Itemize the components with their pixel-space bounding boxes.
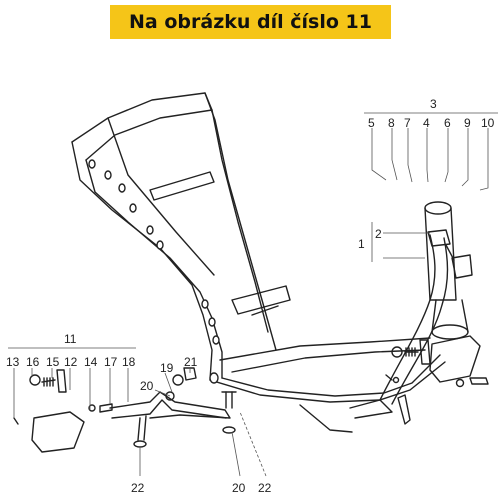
- frame-holes: [88, 159, 220, 384]
- leader-lines: [8, 112, 498, 477]
- label-4: 4: [423, 116, 430, 130]
- label-9: 9: [464, 116, 471, 130]
- label-16: 16: [26, 355, 40, 369]
- label-5: 5: [368, 116, 375, 130]
- label-21: 21: [184, 355, 198, 369]
- label-3: 3: [430, 97, 437, 111]
- label-15: 15: [46, 355, 60, 369]
- steering-head-tube: [424, 201, 473, 340]
- label-6: 6: [444, 116, 451, 130]
- label-19: 19: [160, 361, 174, 375]
- part-labels: 3 5 8 7 4 6 9 10 1 2 11 13 16 15 12 14 1…: [6, 97, 495, 495]
- label-20-left: 20: [140, 379, 154, 393]
- label-11: 11: [64, 332, 77, 346]
- foot-peg-assembly: [13, 369, 113, 453]
- label-22-left: 22: [131, 481, 145, 495]
- banner-text: Na obrázku díl číslo 11: [129, 11, 372, 33]
- label-7: 7: [404, 116, 411, 130]
- label-22-bottom: 22: [258, 481, 272, 495]
- label-12: 12: [64, 355, 78, 369]
- stand-lever: [109, 391, 231, 448]
- part-number-banner: Na obrázku díl číslo 11: [110, 5, 391, 39]
- label-8: 8: [388, 116, 395, 130]
- label-20-bottom: 20: [232, 481, 246, 495]
- label-17: 17: [104, 355, 118, 369]
- label-13: 13: [6, 355, 20, 369]
- spring-nut-set: [165, 367, 237, 434]
- label-1: 1: [358, 237, 365, 251]
- label-2: 2: [375, 227, 382, 241]
- label-10: 10: [481, 116, 495, 130]
- stand-pin-assembly: [385, 335, 489, 388]
- label-18: 18: [122, 355, 136, 369]
- label-14: 14: [84, 355, 98, 369]
